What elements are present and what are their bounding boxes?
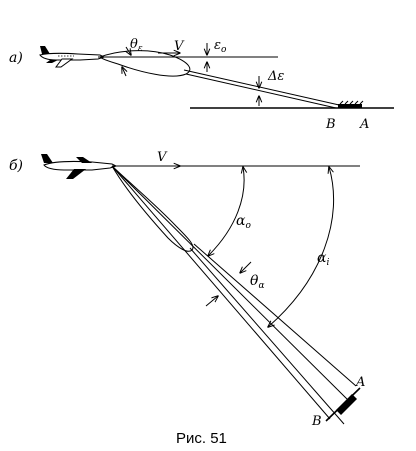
figure-caption: Рис. 51 bbox=[176, 430, 227, 447]
beam-line-a2 bbox=[185, 73, 337, 109]
point-a-b: A bbox=[355, 375, 365, 390]
point-b-a: B bbox=[325, 117, 336, 132]
beam-line-b4 bbox=[111, 165, 351, 403]
eps-label: εo bbox=[214, 38, 227, 55]
beam-line-b1 bbox=[111, 165, 331, 420]
beam-line-b2 bbox=[189, 247, 345, 425]
panel-b-tag: б) bbox=[9, 158, 23, 174]
velocity-label-b: V bbox=[157, 150, 168, 165]
theta-alpha-label: θα bbox=[250, 273, 265, 291]
theta-eps-label: θε bbox=[130, 37, 143, 54]
target-area-a bbox=[338, 104, 362, 108]
theta-arrow-b1 bbox=[240, 261, 252, 273]
alpha-i-label: αi bbox=[317, 250, 329, 268]
point-b-b: B bbox=[311, 414, 322, 429]
beam-lobe-a bbox=[99, 50, 191, 77]
delta-eps-label: Δε bbox=[267, 69, 284, 84]
alpha-i-arc bbox=[268, 167, 335, 327]
beam-line-a1 bbox=[183, 69, 349, 108]
theta-arrow-b2 bbox=[205, 296, 218, 307]
theta-arrow-a2 bbox=[122, 67, 126, 77]
point-a-a: A bbox=[359, 117, 369, 132]
aircraft-a-icon bbox=[39, 46, 106, 68]
panel-a: а) θε V εo Δε B bbox=[9, 37, 394, 132]
panel-a-tag: а) bbox=[9, 50, 23, 66]
theta-arrow-a1 bbox=[126, 46, 131, 55]
velocity-label-a: V bbox=[174, 39, 185, 54]
alpha-o-label: αo bbox=[236, 213, 251, 231]
alpha-o-arc bbox=[208, 167, 244, 256]
panel-b: б) V αo αi θα A B bbox=[9, 150, 365, 429]
aircraft-b-icon bbox=[41, 154, 118, 179]
beam-line-b3 bbox=[193, 243, 357, 387]
beam-lobe-b bbox=[111, 165, 194, 252]
target-area-b bbox=[336, 394, 357, 415]
